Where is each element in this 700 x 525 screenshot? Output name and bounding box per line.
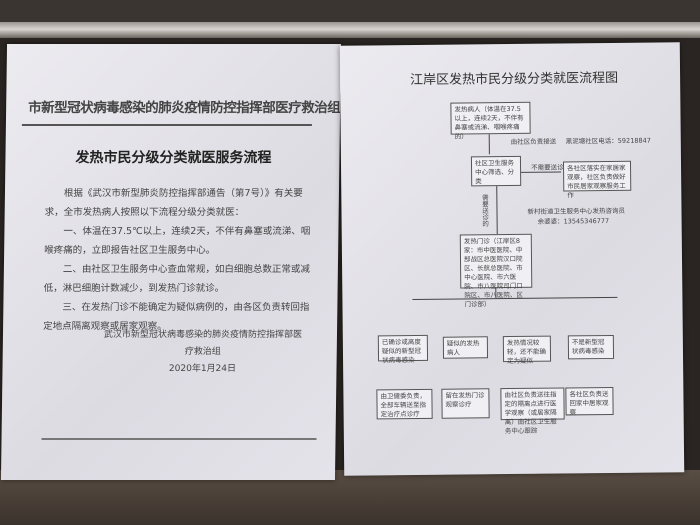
outcome-case: 发热情况较轻，还不能确定为疑似 bbox=[502, 335, 552, 365]
notice-body: 根据《武汉市新型肺炎防控指挥部通告（第7号）》有关要求，全市发热病人按照以下流程… bbox=[43, 184, 315, 336]
referral-label: 需要送诊的 bbox=[480, 194, 489, 227]
paragraph: 二、由社区卫生服务中心查血常规，如白细胞总数正常或减低，淋巴细胞计数减少，到发热… bbox=[43, 264, 310, 294]
screening-box: 社区卫生服务中心筛选、分类 bbox=[470, 155, 522, 187]
outcome-action: 各社区负责送回家中居家观察 bbox=[565, 386, 614, 416]
start-box: 发热病人（体温在37.5以上，连续2天，不伴有鼻塞或流涕、咽喉疼痛的） bbox=[450, 101, 531, 141]
footer-rule bbox=[41, 438, 317, 440]
consult-note: 新村街道卫生服务中心发热咨询员 bbox=[527, 206, 626, 216]
outcome-case: 不是新型冠状病毒感染 bbox=[567, 334, 615, 360]
no-referral-label: 不需要送诊 bbox=[531, 163, 564, 172]
signature: 武汉市新型冠状病毒感染的肺炎疫情防控指挥部医疗救治组 bbox=[103, 330, 303, 357]
signature-block: 武汉市新型冠状病毒感染的肺炎疫情防控指挥部医疗救治组 2020年1月24日 bbox=[102, 327, 303, 378]
arrow bbox=[496, 186, 498, 235]
left-notice: 市新型冠状病毒感染的肺炎疫情防控指挥部医疗救治组 发热市民分级分类就医服务流程 … bbox=[0, 44, 342, 480]
flowchart-title: 江岸区发热市民分级分类就医流程图 bbox=[410, 70, 619, 89]
consult-phone: 余婆婆：13545346777 bbox=[537, 216, 610, 226]
arrow bbox=[495, 288, 497, 299]
background-wall bbox=[0, 0, 700, 22]
notice-title: 发热市民分级分类就医服务流程 bbox=[75, 150, 272, 166]
transport-label: 由社区负责接送 bbox=[510, 137, 557, 147]
header-rule bbox=[21, 124, 312, 126]
paragraph: 一、体温在37.5℃以上，连续2天，不伴有鼻塞或流涕、咽喉疼痛的，立即报告社区卫… bbox=[44, 226, 311, 256]
paragraph: 根据《武汉市新型肺炎防控指挥部通告（第7号）》有关要求，全市发热病人按照以下流程… bbox=[44, 188, 303, 218]
phone-note: 黑泥塘社区电话：59218847 bbox=[565, 136, 651, 146]
notice-header: 市新型冠状病毒感染的肺炎疫情防控指挥部医疗救治组 bbox=[28, 100, 341, 116]
outcome-action: 由卫健委负责，全部车辆送至指定治疗点诊疗 bbox=[376, 388, 433, 420]
outcome-action: 由社区负责送往指定的隔离点进行医学观察（或居家隔离）由社区卫生服务中心跟踪 bbox=[500, 387, 565, 435]
right-notice: 江岸区发热市民分级分类就医流程图 发热病人（体温在37.5以上，连续2天，不伴有… bbox=[339, 42, 685, 476]
outcome-case: 已确诊或高度疑似的新型冠状病毒感染 bbox=[377, 334, 429, 364]
arrow bbox=[488, 134, 490, 155]
outcome-case: 疑似的发热病人 bbox=[442, 336, 489, 359]
metal-rail bbox=[0, 22, 700, 38]
outcome-action: 留在发热门诊观察诊疗 bbox=[441, 388, 490, 419]
fever-clinic-box: 发热门诊（江岸区8家：市中医医院、中部战区总医院汉口院区、长航总医院、市中心医院… bbox=[459, 233, 533, 308]
home-observation-box: 各社区落实在家居家观察，社区负责做好市民居家观察服务工作 bbox=[562, 160, 632, 199]
date: 2020年1月24日 bbox=[168, 364, 237, 374]
